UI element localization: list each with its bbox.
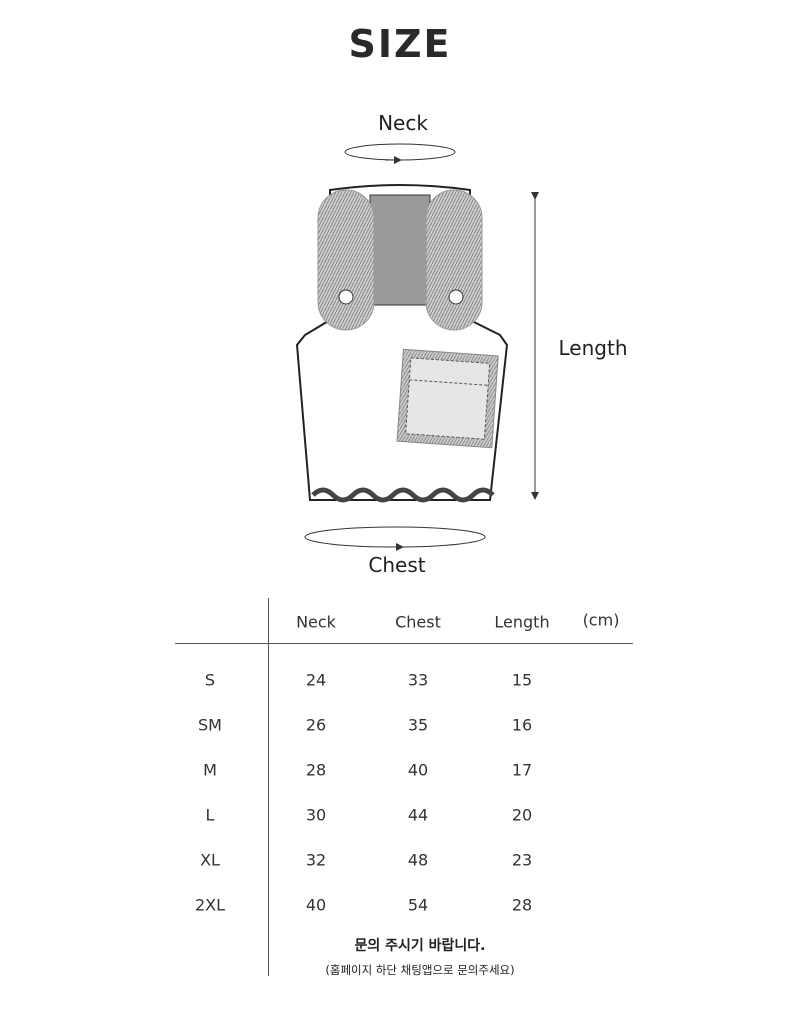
vest-diagram — [295, 143, 539, 551]
size-label: 2XL — [194, 895, 226, 915]
neck-value: 32 — [305, 850, 327, 870]
size-label: SM — [198, 715, 222, 735]
neck-value: 28 — [305, 760, 327, 780]
neck-value: 26 — [305, 715, 327, 735]
neck-label: Neck — [378, 111, 428, 135]
length-value: 17 — [511, 760, 533, 780]
length-value: 15 — [511, 670, 533, 690]
chest-value: 48 — [407, 850, 429, 870]
chest-ellipse — [304, 526, 486, 551]
length-value: 23 — [511, 850, 533, 870]
chest-value: 33 — [407, 670, 429, 690]
neck-ellipse — [344, 143, 456, 164]
table-header-divider — [175, 643, 633, 644]
length-value: 28 — [511, 895, 533, 915]
size-label: M — [203, 760, 217, 780]
size-label: L — [205, 805, 215, 825]
header-length: Length — [494, 612, 550, 632]
neck-value: 24 — [305, 670, 327, 690]
inquiry-subnote: (홈페이지 하단 채팅앱으로 문의주세요) — [325, 963, 515, 977]
chest-label: Chest — [368, 553, 426, 577]
chest-value: 44 — [407, 805, 429, 825]
chest-value: 54 — [407, 895, 429, 915]
page-title: SIZE — [348, 22, 452, 66]
table-vertical-divider — [268, 598, 269, 976]
neck-value: 30 — [305, 805, 327, 825]
length-value: 16 — [511, 715, 533, 735]
length-label: Length — [558, 336, 628, 360]
size-label: XL — [200, 850, 220, 870]
inquiry-note: 문의 주시기 바랍니다. — [354, 938, 486, 954]
chest-value: 35 — [407, 715, 429, 735]
chest-value: 40 — [407, 760, 429, 780]
unit-label: (cm) — [582, 610, 620, 630]
neck-value: 40 — [305, 895, 327, 915]
header-chest: Chest — [395, 612, 441, 632]
header-neck: Neck — [296, 612, 336, 632]
size-label: S — [204, 670, 216, 690]
length-value: 20 — [511, 805, 533, 825]
vest-shape — [295, 184, 509, 503]
